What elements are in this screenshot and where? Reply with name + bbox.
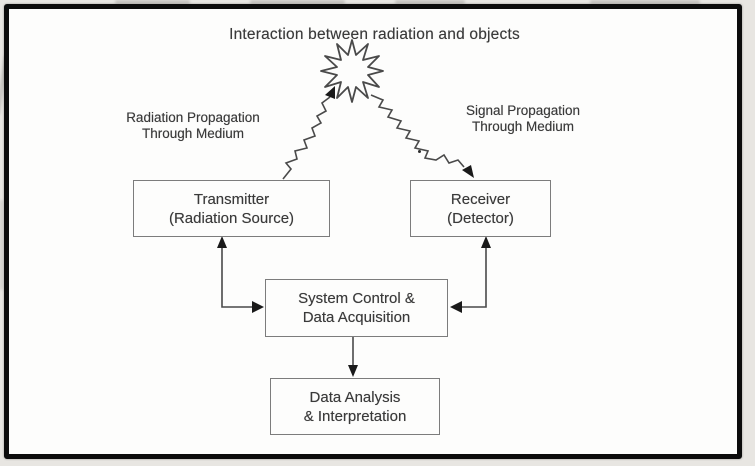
- signal-propagation-label-line1: Signal Propagation: [465, 103, 581, 118]
- system-control-box-line1: System Control &: [298, 290, 415, 307]
- signal-propagation-label-line2: Through Medium: [471, 119, 575, 134]
- transmitter-box: Transmitter (Radiation Source): [133, 180, 330, 237]
- data-analysis-box: Data Analysis & Interpretation: [270, 378, 440, 435]
- receiver-box-line1: Receiver: [450, 190, 511, 208]
- radiation-propagation-label-line2: Through Medium: [141, 126, 245, 141]
- transmitter-box-line1: Transmitter: [193, 190, 270, 208]
- transmitter-box-line2: (Radiation Source): [168, 209, 295, 227]
- signal-propagation-label: Signal Propagation Through Medium: [428, 103, 618, 135]
- system-control-box-line2: Data Acquisition: [302, 309, 411, 326]
- scan-artifact: [590, 0, 700, 4]
- receiver-box: Receiver (Detector): [410, 180, 551, 237]
- data-analysis-box-line1: Data Analysis: [309, 388, 401, 406]
- scan-artifact: [250, 0, 345, 4]
- scan-artifact: [0, 200, 3, 290]
- data-analysis-box-line2: & Interpretation: [303, 407, 407, 425]
- scan-artifact: [115, 0, 190, 4]
- diagram-title: Interaction between radiation and object…: [229, 26, 520, 43]
- scan-artifact: [395, 0, 465, 4]
- receiver-box-line2: (Detector): [447, 209, 514, 227]
- ink-dot: [418, 150, 421, 153]
- radiation-propagation-label: Radiation Propagation Through Medium: [93, 110, 293, 142]
- radiation-propagation-label-line1: Radiation Propagation: [126, 110, 260, 125]
- system-control-box: System Control & Data Acquisition: [265, 279, 448, 337]
